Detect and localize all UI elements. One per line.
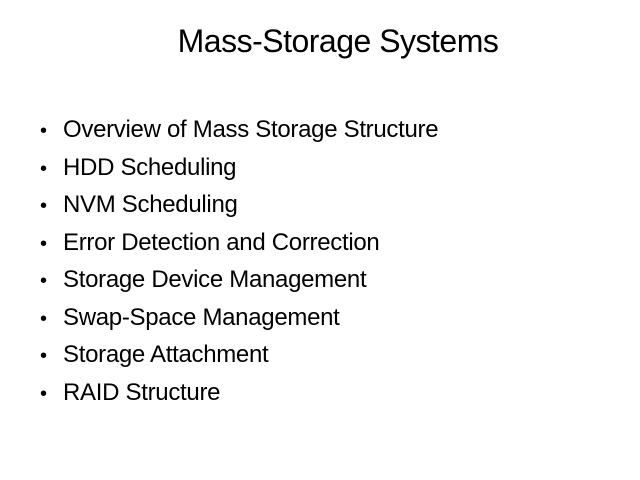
- bullet-icon: •: [40, 345, 47, 367]
- bullet-icon: •: [40, 232, 47, 255]
- list-item: • Storage Device Management: [0, 261, 640, 299]
- bullet-text: Storage Attachment: [63, 341, 269, 368]
- bullet-text: Error Detection and Correction: [63, 228, 380, 256]
- list-item: • HDD Scheduling: [0, 149, 640, 187]
- bullet-text: HDD Scheduling: [63, 153, 237, 181]
- page-title: Mass-Storage Systems: [177, 23, 499, 59]
- bullet-text: Overview of Mass Storage Structure: [63, 116, 439, 143]
- bullet-icon: •: [40, 270, 47, 292]
- bullet-list: • Overview of Mass Storage Structure • H…: [0, 111, 640, 411]
- bullet-text: RAID Structure: [63, 378, 221, 406]
- bullet-icon: •: [40, 157, 47, 180]
- list-item: • Overview of Mass Storage Structure: [0, 111, 640, 149]
- list-item: • Storage Attachment: [0, 336, 640, 374]
- bullet-icon: •: [40, 195, 47, 217]
- bullet-icon: •: [40, 307, 47, 330]
- list-item: • Swap-Space Management: [0, 299, 640, 337]
- bullet-icon: •: [40, 120, 47, 142]
- list-item: • NVM Scheduling: [0, 186, 640, 224]
- bullet-icon: •: [40, 382, 47, 405]
- list-item: • RAID Structure: [0, 374, 640, 412]
- list-item: • Error Detection and Correction: [0, 224, 640, 262]
- bullet-text: Storage Device Management: [63, 266, 367, 293]
- bullet-text: Swap-Space Management: [63, 303, 340, 331]
- bullet-text: NVM Scheduling: [63, 191, 238, 218]
